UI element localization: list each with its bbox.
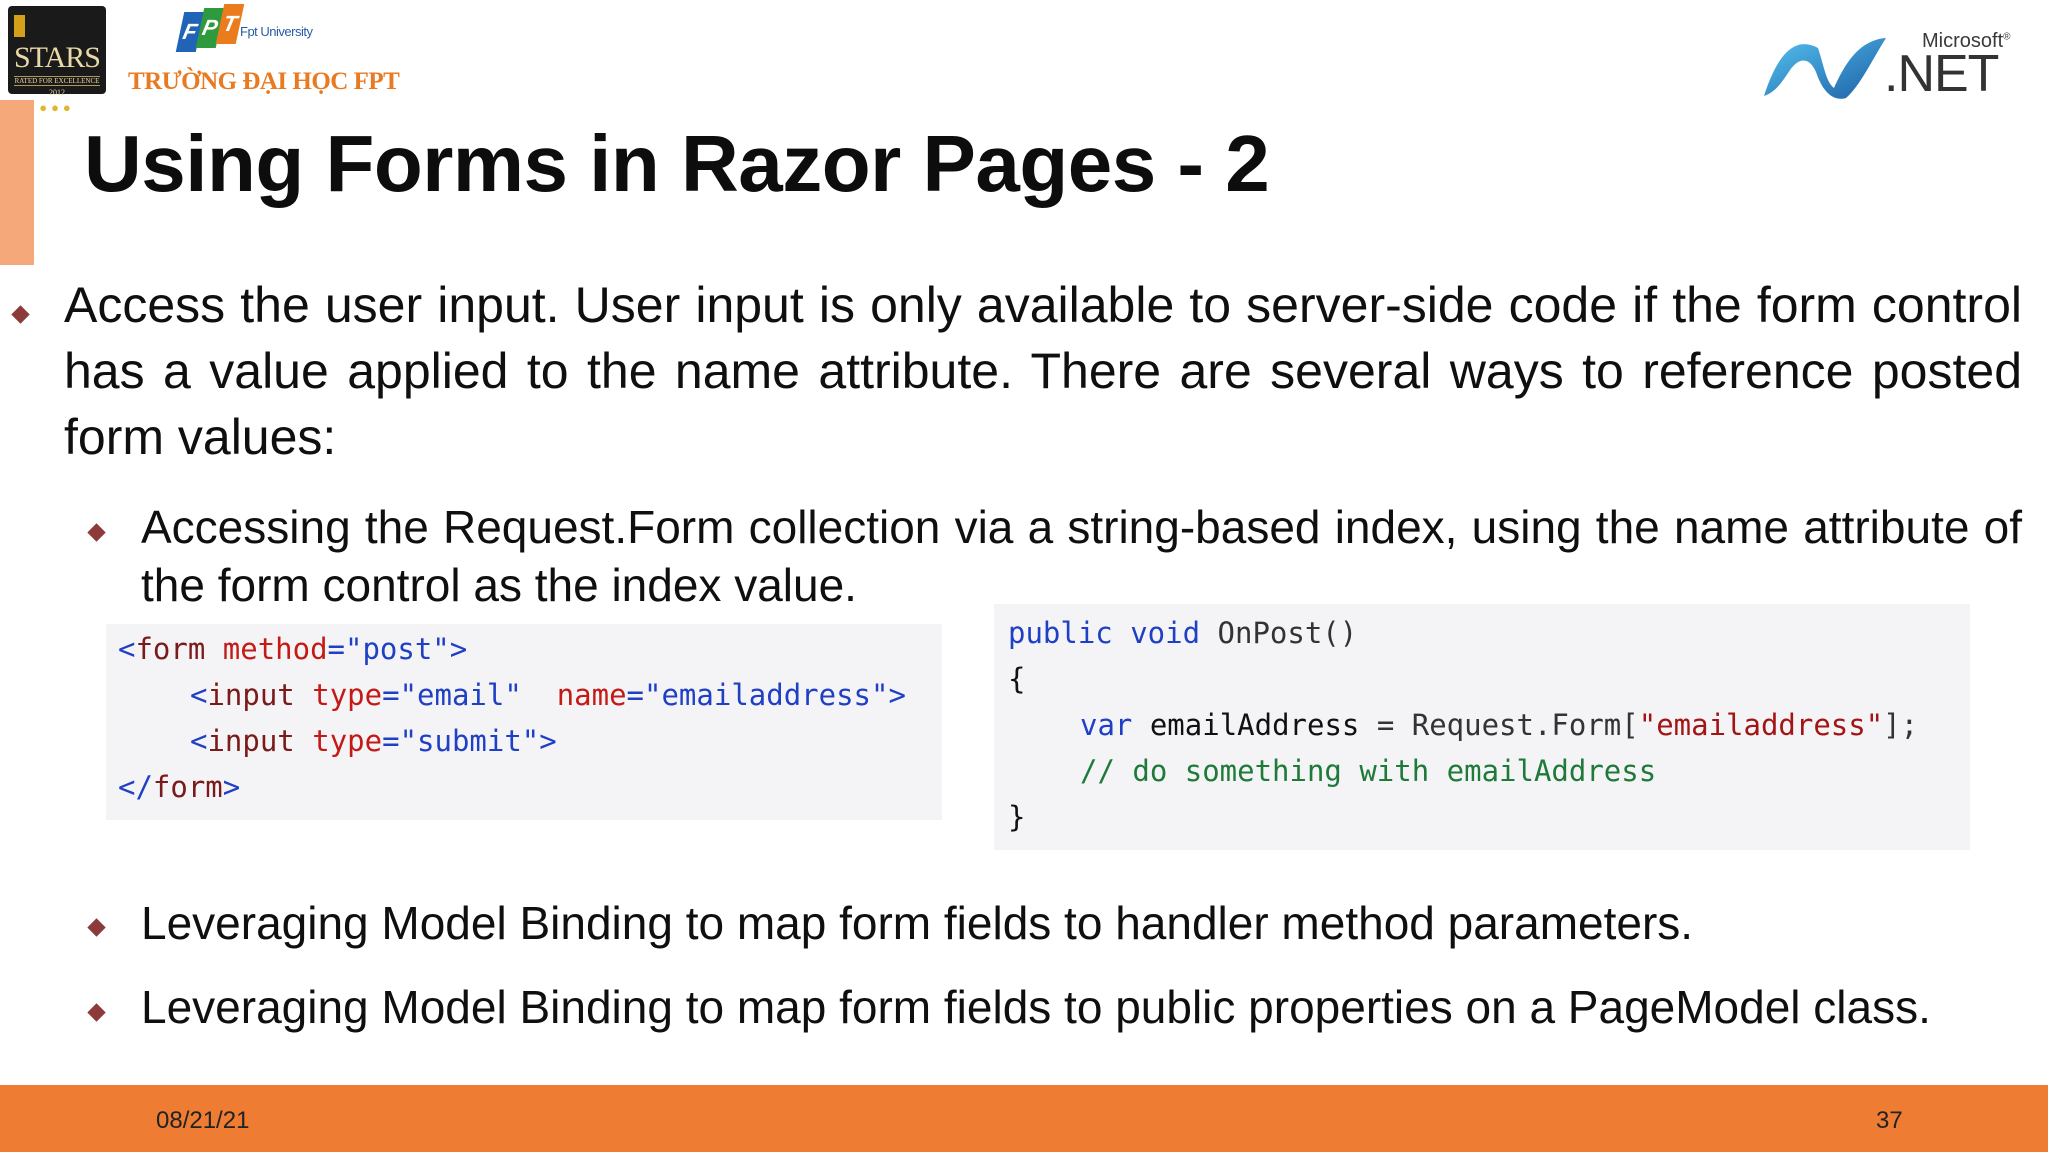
stars-logo: STARS RATED FOR EXCELLENCE 2012 ●●● <box>8 6 106 115</box>
title-accent-bar <box>0 100 34 265</box>
stars-logo-word: STARS <box>14 41 101 74</box>
footer-date: 08/21/21 <box>156 1107 250 1134</box>
code-line-open-brace: { <box>1008 662 1026 696</box>
stars-rating-icon: ●●● <box>39 100 75 115</box>
sub-bullet-diamond-icon <box>87 918 106 937</box>
dotnet-wave-icon <box>1764 38 1886 99</box>
code-line-request-form: var emailAddress = Request.Form["emailad… <box>1080 708 1919 742</box>
code-block-onpost: public void OnPost() { var emailAddress … <box>994 604 1970 850</box>
sub-bullet-diamond-icon <box>87 1003 106 1022</box>
code-line-form-close: </form> <box>118 770 241 804</box>
code-line-method-signature: public void OnPost() <box>1008 616 1358 650</box>
slide-footer: 08/21/21 37 <box>0 1085 2048 1152</box>
fpt-university-label: Fpt University <box>240 24 313 39</box>
slide-title: Using Forms in Razor Pages - 2 <box>84 119 1270 208</box>
dotnet-label: .NET <box>1884 45 1999 103</box>
bullet-diamond-icon <box>11 305 30 324</box>
code-line-input-email: <input type="email" name="emailaddress"> <box>190 678 906 712</box>
microsoft-label: Microsoft <box>1922 30 2004 52</box>
stars-logo-tagline: RATED FOR EXCELLENCE <box>14 76 100 86</box>
stars-logo-year: 2012 <box>49 88 65 97</box>
code-line-comment: // do something with emailAddress <box>1080 754 1657 788</box>
sub-bullet-request-form: Accessing the Request.Form collection vi… <box>141 501 2022 611</box>
code-line-input-submit: <input type="submit"> <box>190 724 557 758</box>
dotnet-logo: Microsoft® .NET <box>1760 30 2028 104</box>
code-line-close-brace: } <box>1008 800 1026 834</box>
sub-bullet-diamond-icon <box>87 523 106 542</box>
bullet-access-user-input: Access the user input. User input is onl… <box>64 277 2022 465</box>
page-number: 37 <box>1876 1107 1903 1134</box>
fpt-university-logo: F P T Fpt University TRƯỜNG ĐẠI HỌC FPT <box>128 4 400 96</box>
code-line-form-open: <form method="post"> <box>118 632 468 666</box>
fpt-school-name: TRƯỜNG ĐẠI HỌC FPT <box>128 68 400 95</box>
sub-bullet-pagemodel-properties: Leveraging Model Binding to map form fie… <box>141 981 1931 1033</box>
sub-bullet-handler-parameters: Leveraging Model Binding to map form fie… <box>141 897 1694 949</box>
code-block-html-form: <form method="post"> <input type="email"… <box>106 624 942 820</box>
